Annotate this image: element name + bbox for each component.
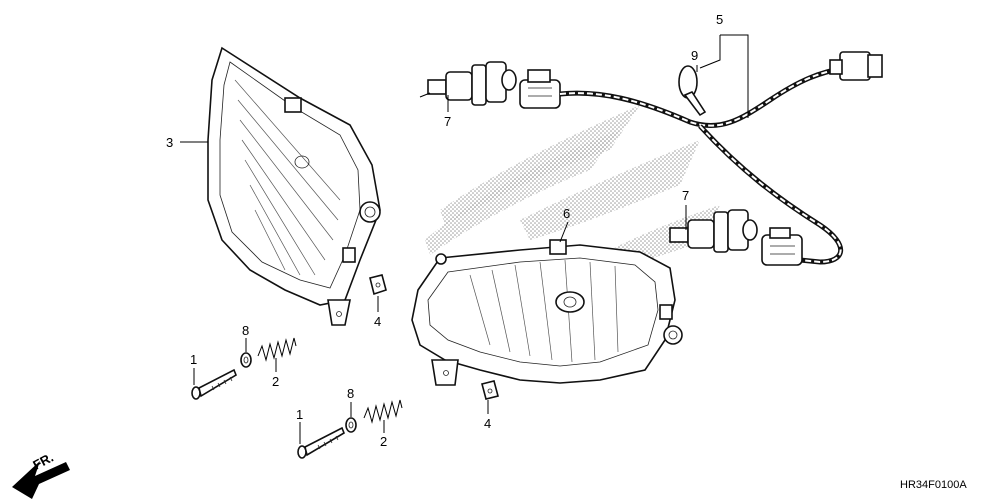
nut-upper [369,274,387,296]
callout-washer-upper: 8 [242,323,249,338]
callout-spring-lower: 2 [380,434,387,449]
washer-lower [345,417,357,433]
callout-band: 9 [691,48,698,63]
right-headlight-housing [411,239,683,386]
diagram-code: HR34F0100A [900,479,967,491]
callout-washer-lower: 8 [347,386,354,401]
spring-upper [257,337,297,362]
spring-lower [363,399,403,424]
callout-nut-upper: 4 [374,314,381,329]
callout-housing-left: 3 [166,135,173,150]
bolt-upper [191,368,237,400]
callout-bulb-upper: 7 [444,114,451,129]
front-direction-arrow-icon [12,461,70,499]
bolt-lower [297,426,345,459]
wiring-harness [519,51,883,266]
left-headlight-housing [207,46,381,326]
nut-lower [481,380,499,400]
stippled-wing-watermark [425,105,720,268]
leader-lines [180,34,749,444]
callout-housing-right: 6 [563,206,570,221]
callout-harness: 5 [716,12,723,27]
callout-spring-upper: 2 [272,374,279,389]
washer-upper [240,352,252,368]
callout-bulb-lower: 7 [682,188,689,203]
cable-band [678,65,707,117]
upper-bulb [419,61,517,106]
callout-bolt-lower: 1 [296,407,303,422]
callout-bolt-upper: 1 [190,352,197,367]
lower-bulb [669,209,758,253]
callout-nut-lower: 4 [484,416,491,431]
